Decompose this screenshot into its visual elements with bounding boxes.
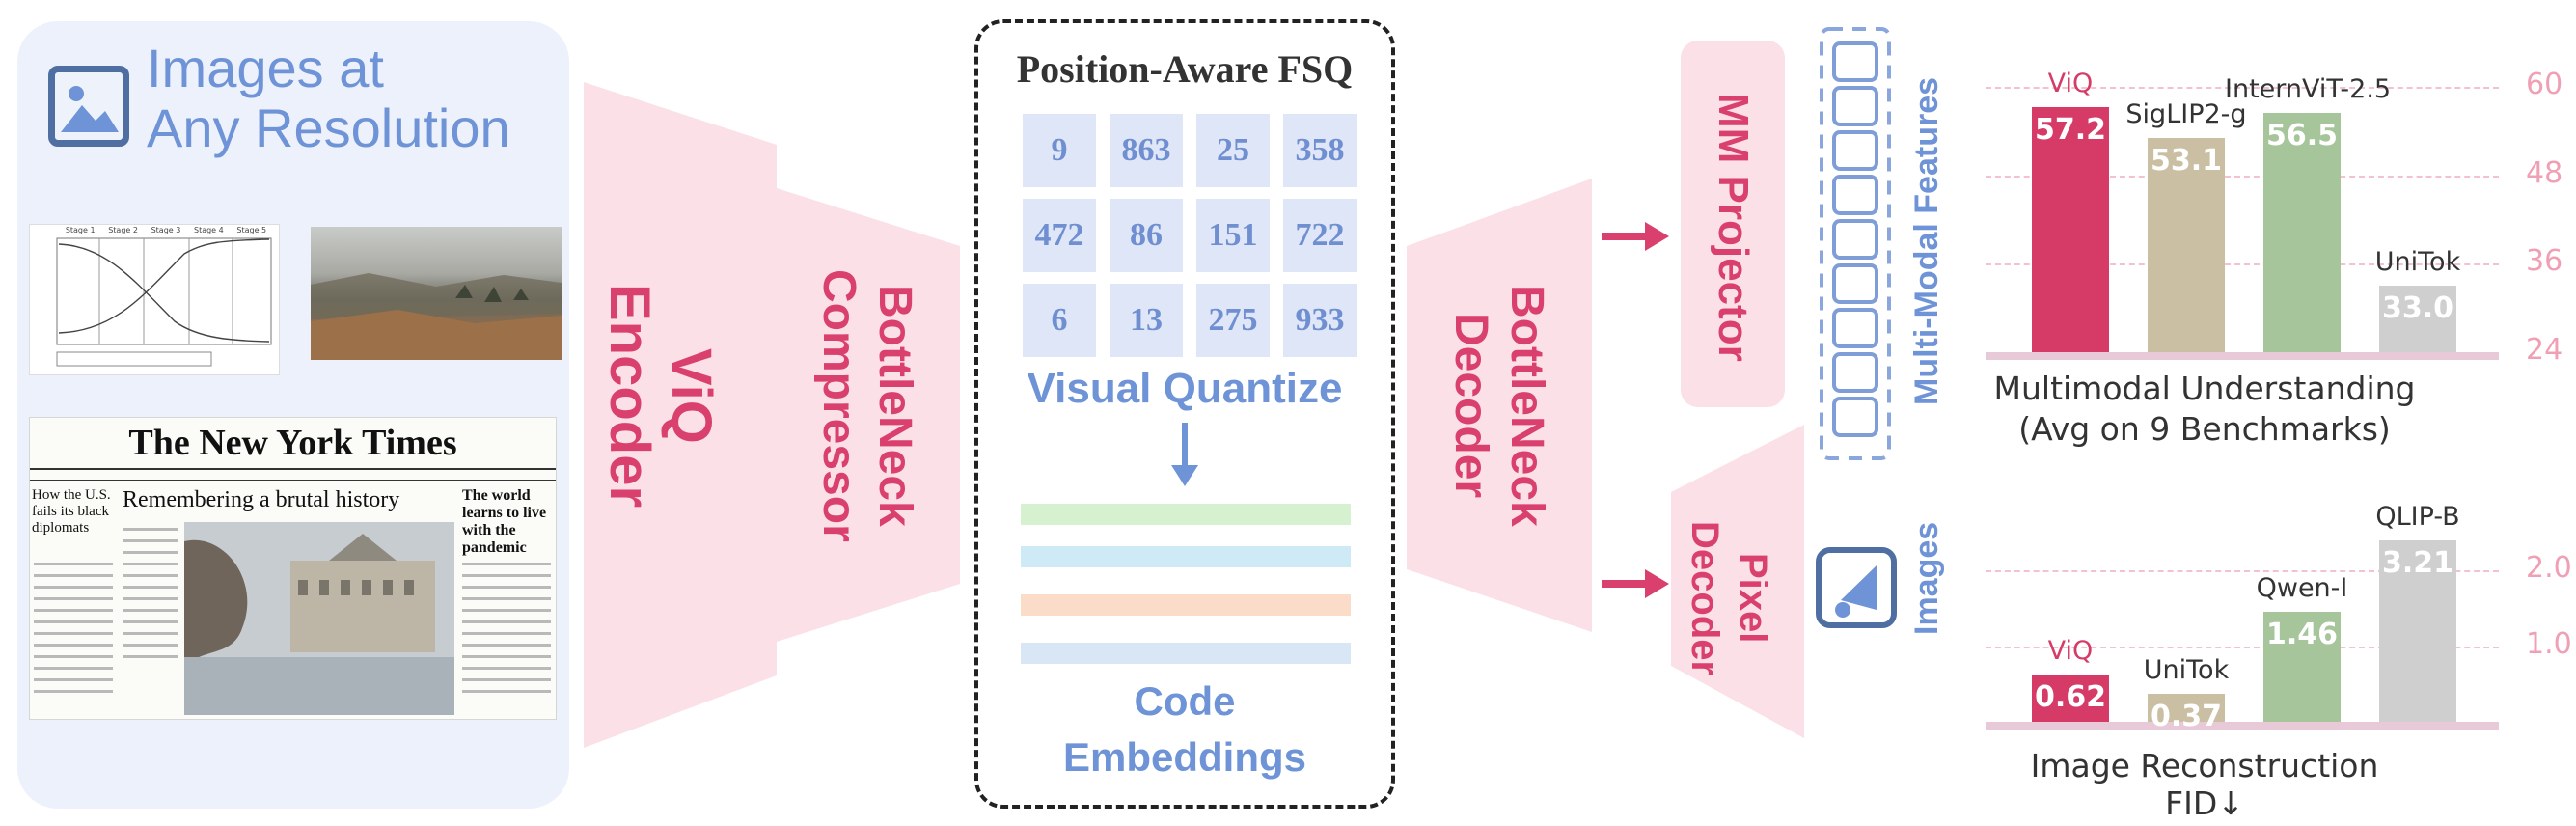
code-cell: 472 xyxy=(1023,199,1096,272)
gridline xyxy=(1986,175,2499,178)
image-icon xyxy=(48,66,129,147)
bar-category-label: UniTok xyxy=(2143,655,2230,686)
bar-value-label: 0.37 xyxy=(2150,700,2223,734)
bottleneck-decoder-label: BottleNeck Decoder xyxy=(1442,241,1554,569)
y-tick-label: 48 xyxy=(2526,155,2563,190)
newspaper-masthead: The New York Times xyxy=(128,423,457,463)
newspaper-thumbnail: The New York Times How the U.S. fails it… xyxy=(29,417,557,720)
code-cell: 275 xyxy=(1196,284,1270,357)
embedding-bar xyxy=(1021,643,1351,664)
document-chart-thumbnail: Stage 1 Stage 2 Stage 3 Stage 4 Stage 5 xyxy=(29,224,280,375)
landscape-photo xyxy=(311,227,562,360)
viq-encoder-line2: Encoder xyxy=(598,283,661,509)
visual-quantize-label: Visual Quantize xyxy=(1027,365,1343,412)
y-tick-label: 36 xyxy=(2526,244,2563,279)
viq-encoder-line1: ViQ xyxy=(660,347,723,444)
bar-category-label: ViQ xyxy=(2047,69,2094,99)
stage-label: Stage 2 xyxy=(108,226,138,234)
gridline xyxy=(1986,263,2499,266)
embedding-bar xyxy=(1021,504,1351,525)
gridline xyxy=(1986,570,2499,573)
code-cell: 151 xyxy=(1196,199,1270,272)
pixel-decoder-label: Pixel Decoder xyxy=(1681,482,1777,714)
bar-value-label: 57.2 xyxy=(2034,113,2107,148)
code-embeddings-label: Code Embeddings xyxy=(974,674,1395,785)
y-tick-label: 1.0 xyxy=(2526,626,2572,661)
code-cell: 86 xyxy=(1110,199,1183,272)
fsq-box xyxy=(974,19,1395,809)
bar-category-label: Qwen-I xyxy=(2256,572,2348,603)
baseline xyxy=(1986,352,2499,360)
code-cell: 933 xyxy=(1283,284,1357,357)
bar-value-label: 53.1 xyxy=(2150,143,2223,178)
headline-right: The world learns to live with the pandem… xyxy=(462,487,547,556)
code-cell: 722 xyxy=(1283,199,1357,272)
headline-left: How the U.S. fails its black diplomats xyxy=(32,487,111,536)
chart1-title-line2: (Avg on 9 Benchmarks) xyxy=(2018,410,2391,448)
code-embeddings-line2: Embeddings xyxy=(1062,734,1307,780)
decoder-line2: Decoder xyxy=(1445,312,1496,499)
bar-value-label: 0.62 xyxy=(2034,680,2107,715)
stage-label: Stage 5 xyxy=(236,226,267,234)
mm-projector-label: MM Projector xyxy=(1710,92,1757,362)
bar xyxy=(2379,540,2456,722)
pixel-decoder-line2: Decoder xyxy=(1684,520,1726,676)
y-tick-label: 60 xyxy=(2526,68,2563,101)
bar xyxy=(2263,611,2341,722)
bar-value-label: 3.21 xyxy=(2381,546,2454,580)
chart2-title: Image Reconstruction FID↓ xyxy=(2030,747,2379,822)
newspaper-photo xyxy=(184,522,454,715)
bar-value-label: 1.46 xyxy=(2265,617,2339,651)
pixel-decoder-line1: Pixel xyxy=(1732,553,1774,644)
embedding-bar xyxy=(1021,594,1351,616)
panel-title-line2: Any Resolution xyxy=(147,97,510,158)
code-cell: 25 xyxy=(1196,114,1270,187)
code-cell: 6 xyxy=(1023,284,1096,357)
images-label: Images xyxy=(1908,521,1945,635)
bar xyxy=(2148,694,2225,722)
code-cell: 358 xyxy=(1283,114,1357,187)
code-cell: 863 xyxy=(1110,114,1183,187)
arrow-down-icon xyxy=(1171,423,1198,486)
compressor-line1: BottleNeck xyxy=(869,284,920,527)
bottleneck-compressor-label: BottleNeck Compressor xyxy=(810,246,922,564)
stage-label: Stage 3 xyxy=(151,226,181,234)
bar-category-label: ViQ xyxy=(2047,636,2094,667)
chart1-title: Multimodal Understanding (Avg on 9 Bench… xyxy=(1987,369,2422,450)
bar xyxy=(2032,675,2109,722)
bar-value-label: 33.0 xyxy=(2381,291,2454,326)
bar-category-label: SigLIP2-g xyxy=(2125,98,2247,129)
gridline xyxy=(1986,87,2499,89)
gridline xyxy=(1986,646,2499,648)
code-cell: 13 xyxy=(1110,284,1183,357)
bar-category-label: UniTok xyxy=(2374,247,2461,278)
bar xyxy=(2032,107,2109,352)
bar xyxy=(2263,112,2341,352)
bar xyxy=(2148,137,2225,352)
stage-label: Stage 1 xyxy=(65,226,96,234)
bar-category-label: InternViT-2.5 xyxy=(2225,73,2392,104)
chart1-title-line1: Multimodal Understanding xyxy=(1993,370,2416,407)
bar-category-label: QLIP-B xyxy=(2375,502,2460,532)
compressor-line2: Compressor xyxy=(813,268,864,542)
bar xyxy=(2379,286,2456,352)
baseline xyxy=(1986,722,2499,730)
code-embeddings-line1: Code xyxy=(1134,678,1236,724)
stage-label: Stage 4 xyxy=(193,226,224,234)
fsq-title: Position-Aware FSQ xyxy=(1016,47,1354,91)
code-cell: 9 xyxy=(1023,114,1096,187)
embedding-bar xyxy=(1021,546,1351,567)
y-tick-label: 2.0 xyxy=(2526,551,2572,586)
bar-value-label: 56.5 xyxy=(2265,118,2339,152)
multimodal-features-label: Multi-Modal Features xyxy=(1908,76,1945,406)
decoder-line1: BottleNeck xyxy=(1501,284,1552,527)
viq-encoder-label: ViQ Encoder xyxy=(598,251,723,540)
panel-title: Images at Any Resolution xyxy=(147,39,510,158)
y-tick-label: 24 xyxy=(2526,333,2563,367)
panel-title-line1: Images at xyxy=(147,38,384,98)
headline-center: Remembering a brutal history xyxy=(123,487,400,512)
